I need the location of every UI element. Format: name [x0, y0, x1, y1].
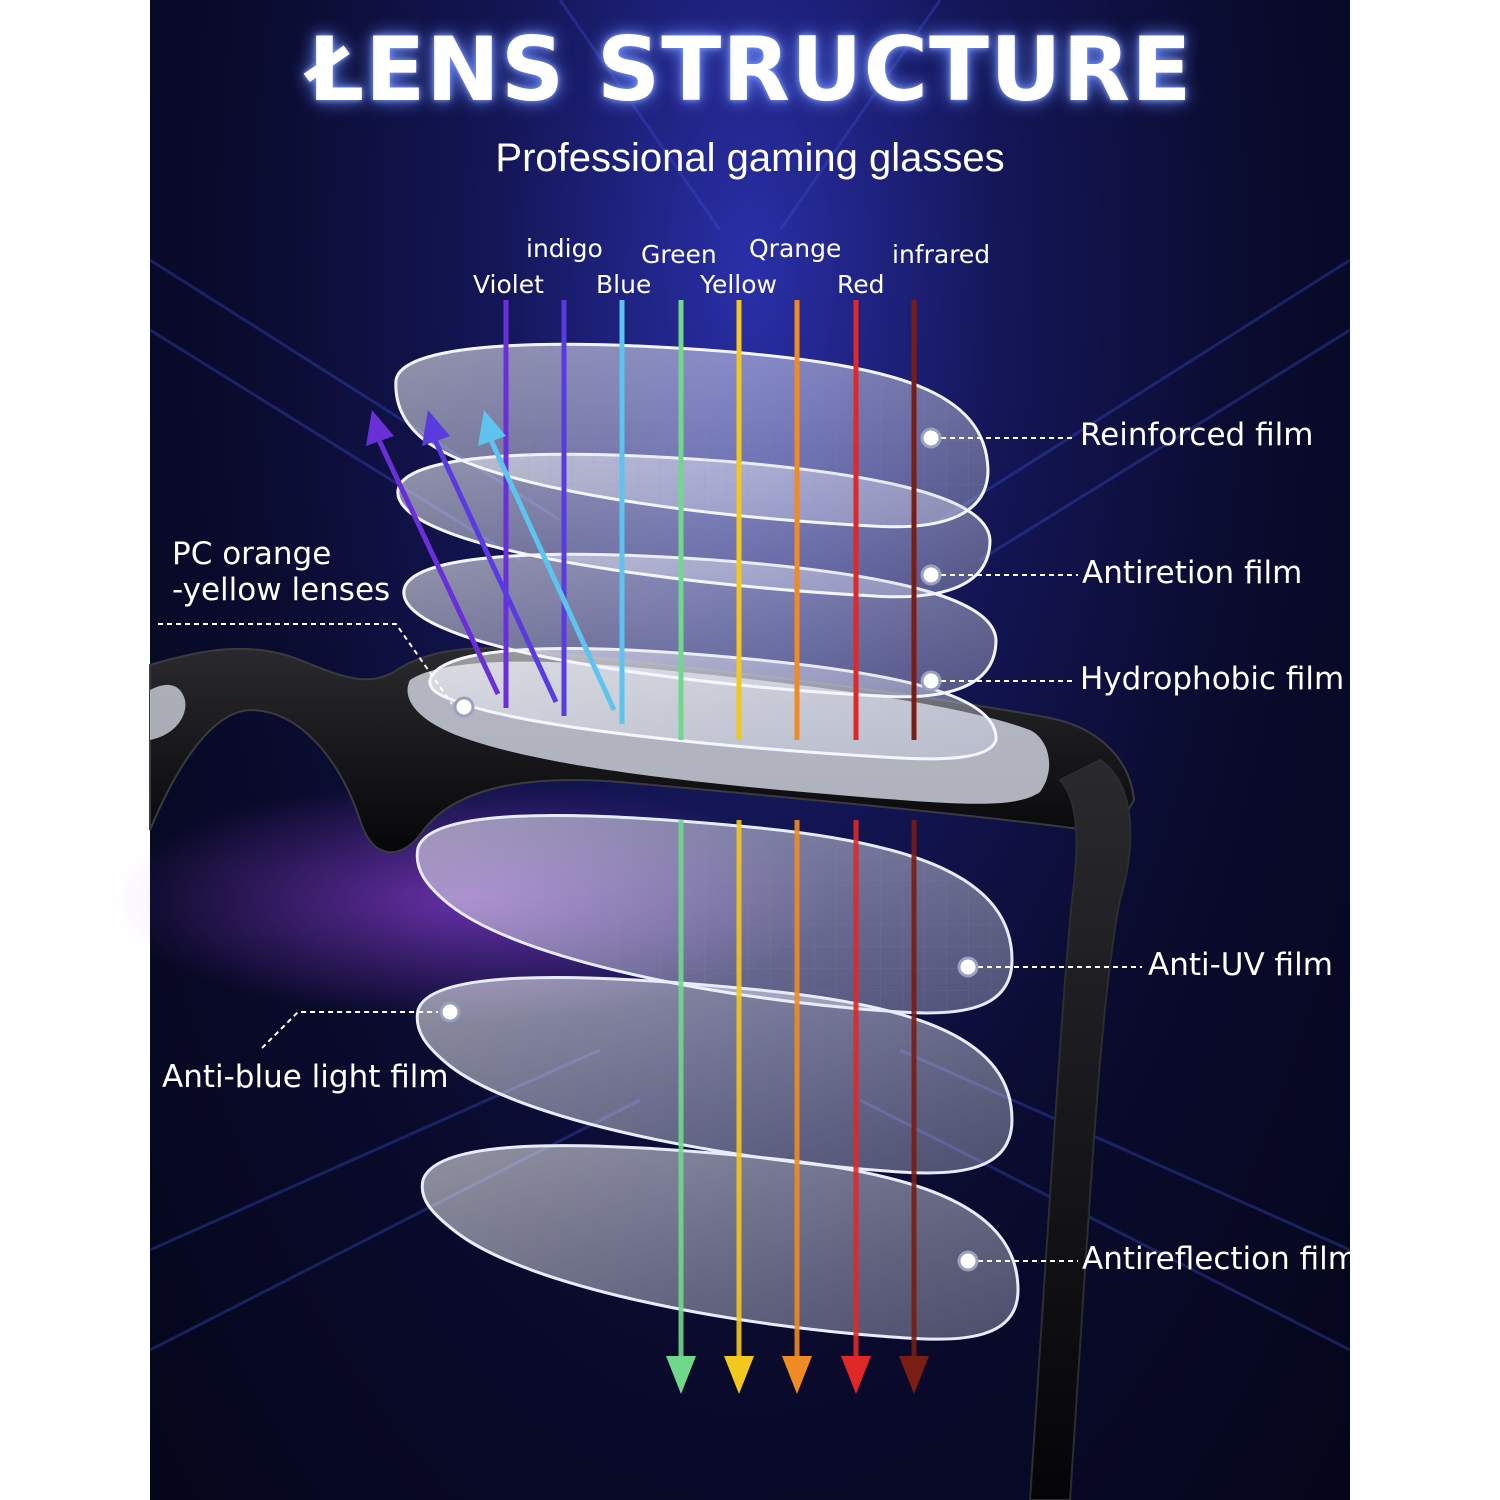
arrow-qrange	[782, 1356, 812, 1394]
reflect-violet	[375, 436, 501, 696]
label-antiretion-film: Antiretion film	[1082, 555, 1303, 591]
label-green: Green	[641, 240, 717, 269]
arrow-red	[841, 1356, 871, 1394]
marker-anti-blue	[439, 1001, 461, 1023]
lens-antireflection	[420, 1144, 1020, 1341]
label-violet: Violet	[473, 270, 544, 299]
label-infrared: infrared	[892, 240, 991, 269]
page-subtitle: Professional gaming glasses	[495, 136, 1005, 180]
reflect-arrow-blue	[478, 410, 506, 446]
label-indigo: indigo	[526, 234, 603, 263]
leader-anti-blue	[261, 1011, 438, 1049]
marker-hydrophobic	[920, 670, 942, 692]
marker-antireflection	[957, 1250, 979, 1272]
label-red: Red	[837, 270, 885, 299]
reflect-indigo	[431, 436, 559, 704]
light-rays	[366, 300, 929, 1394]
lens-anti-blue	[415, 975, 1014, 1175]
arrow-yellow	[724, 1356, 754, 1394]
reflect-arrow-violet	[366, 410, 394, 446]
arrow-infrared	[899, 1356, 929, 1394]
arrow-green	[666, 1356, 696, 1394]
lower-lens-layers	[415, 813, 1020, 1341]
label-hydrophobic-film: Hydrophobic film	[1080, 661, 1345, 697]
page-title: ŁENS STRUCTURE	[307, 18, 1193, 121]
leader-pc-lenses	[158, 623, 453, 705]
reflect-blue	[487, 436, 617, 712]
label-anti-blue-film: Anti-blue light film	[162, 1059, 449, 1095]
marker-reinforced	[920, 427, 942, 449]
label-anti-uv-film: Anti-UV film	[1148, 947, 1333, 983]
reflect-arrow-indigo	[422, 410, 450, 446]
label-pc-lenses: PC orange -yellow lenses	[172, 536, 391, 608]
callout-markers	[158, 427, 1142, 1272]
label-orange: Qrange	[749, 234, 842, 263]
marker-anti-uv	[957, 956, 979, 978]
label-blue: Blue	[596, 270, 652, 299]
marker-antiretion	[920, 564, 942, 586]
marker-pc-lenses	[453, 696, 475, 718]
label-reinforced-film: Reinforced film	[1080, 417, 1314, 453]
label-yellow: Yellow	[700, 270, 777, 299]
label-antireflection-film: Antireflection film	[1082, 1241, 1358, 1277]
